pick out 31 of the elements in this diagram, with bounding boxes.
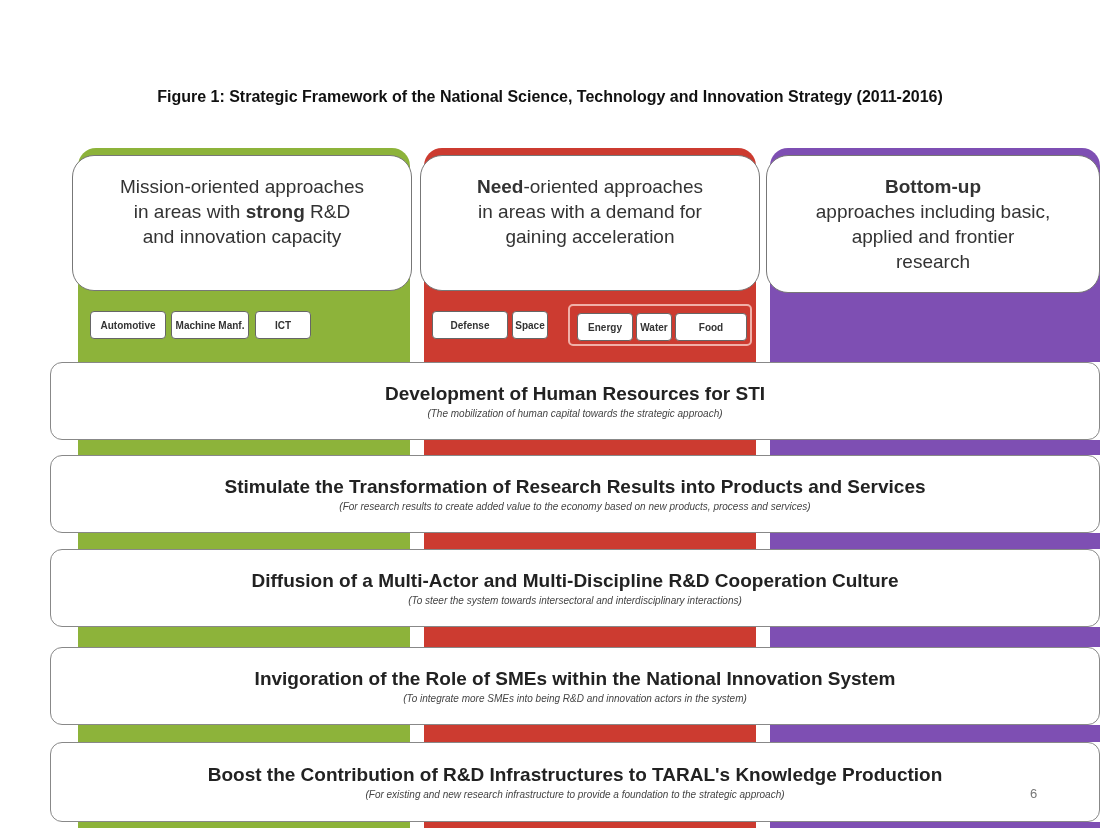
heading-card: Mission-oriented approaches in areas with strong R&D and innovation capacity [72, 155, 412, 291]
strategy-band [50, 455, 1100, 533]
card-text: approaches including basic, applied and frontier research [814, 200, 1052, 274]
band-heading: Invigoration of the Role of SMEs within the National Innovation System [254, 668, 896, 690]
sector-tag: Energy [577, 313, 633, 341]
band-subtitle: (For research results to create added value to the economy based on new products, process and services) [339, 501, 811, 512]
sector-tag: Food [675, 313, 747, 341]
page-number: 6 [1030, 786, 1038, 801]
sector-tag: Automotive [90, 311, 166, 339]
heading-card [766, 155, 1100, 293]
band-heading: Diffusion of a Multi-Actor and Multi-Discipline R&D Cooperation Culture [251, 570, 899, 592]
card-heading: Bottom-up [884, 175, 982, 199]
sector-tag: Machine Manf. [171, 311, 249, 339]
sector-tag: Water [636, 313, 672, 341]
sector-tag: Defense [432, 311, 508, 339]
strategy-band [50, 742, 1100, 822]
figure-title: Figure 1: Strategic Framework of the National Science, Technology and Innovation Strategy (2011-2016) [156, 87, 944, 107]
strategy-band [50, 647, 1100, 725]
sector-tag: ICT [255, 311, 311, 339]
band-subtitle: (To steer the system towards intersectoral and interdisciplinary interactions) [408, 595, 742, 606]
heading-card: Need-oriented approaches in areas with a demand for gaining acceleration [420, 155, 760, 291]
group-frame [568, 304, 752, 346]
sector-tag: Space [512, 311, 548, 339]
band-subtitle: (The mobilization of human capital towards the strategic approach) [427, 408, 723, 419]
band-heading: Boost the Contribution of R&D Infrastructures to TARAL's Knowledge Production [207, 764, 943, 786]
strategy-band [50, 549, 1100, 627]
strategy-band [50, 362, 1100, 440]
band-subtitle: (To integrate more SMEs into being R&D and innovation actors in the system) [403, 693, 747, 704]
band-heading: Development of Human Resources for STI [384, 383, 766, 405]
band-heading: Stimulate the Transformation of Research Results into Products and Services [224, 476, 926, 498]
band-subtitle: (For existing and new research infrastructure to provide a foundation to the strategic approach) [365, 789, 785, 800]
